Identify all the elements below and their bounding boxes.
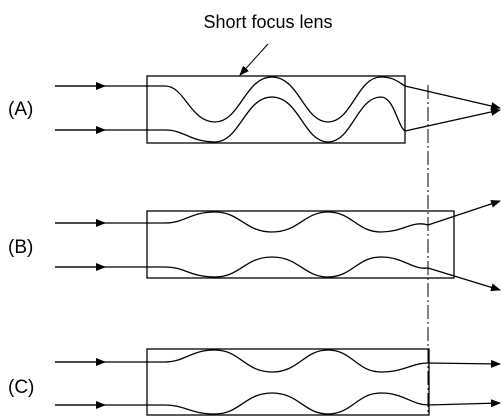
wave-path-b-bottom (147, 256, 429, 278)
output-ray-c-bottom (427, 399, 501, 408)
lens-rect-a (146, 75, 406, 144)
panel-label-a: (A) (8, 99, 33, 120)
output-ray-b-bottom (427, 267, 501, 292)
lens-rect-c (146, 348, 430, 416)
output-ray-b-top (427, 200, 501, 226)
wave-path-a-bottom (147, 96, 406, 143)
wave-path-b-top (147, 211, 429, 233)
output-ray-c-top (427, 359, 501, 368)
output-ray-a-top (404, 85, 501, 110)
wave-path-c-bottom (147, 392, 429, 415)
wave-path-a-top (147, 76, 406, 123)
panel-a: (A) (8, 75, 501, 144)
lens-title: Short focus lens (203, 12, 332, 32)
title-leader-arrow (239, 43, 269, 76)
panel-label-b: (B) (8, 237, 33, 258)
lens-rect-b (146, 210, 455, 279)
panel-label-c: (C) (8, 377, 34, 398)
output-ray-a-bottom (404, 108, 501, 132)
panel-b: (B) (8, 200, 501, 292)
wave-path-c-top (147, 349, 429, 373)
panel-c: (C) (8, 348, 501, 416)
